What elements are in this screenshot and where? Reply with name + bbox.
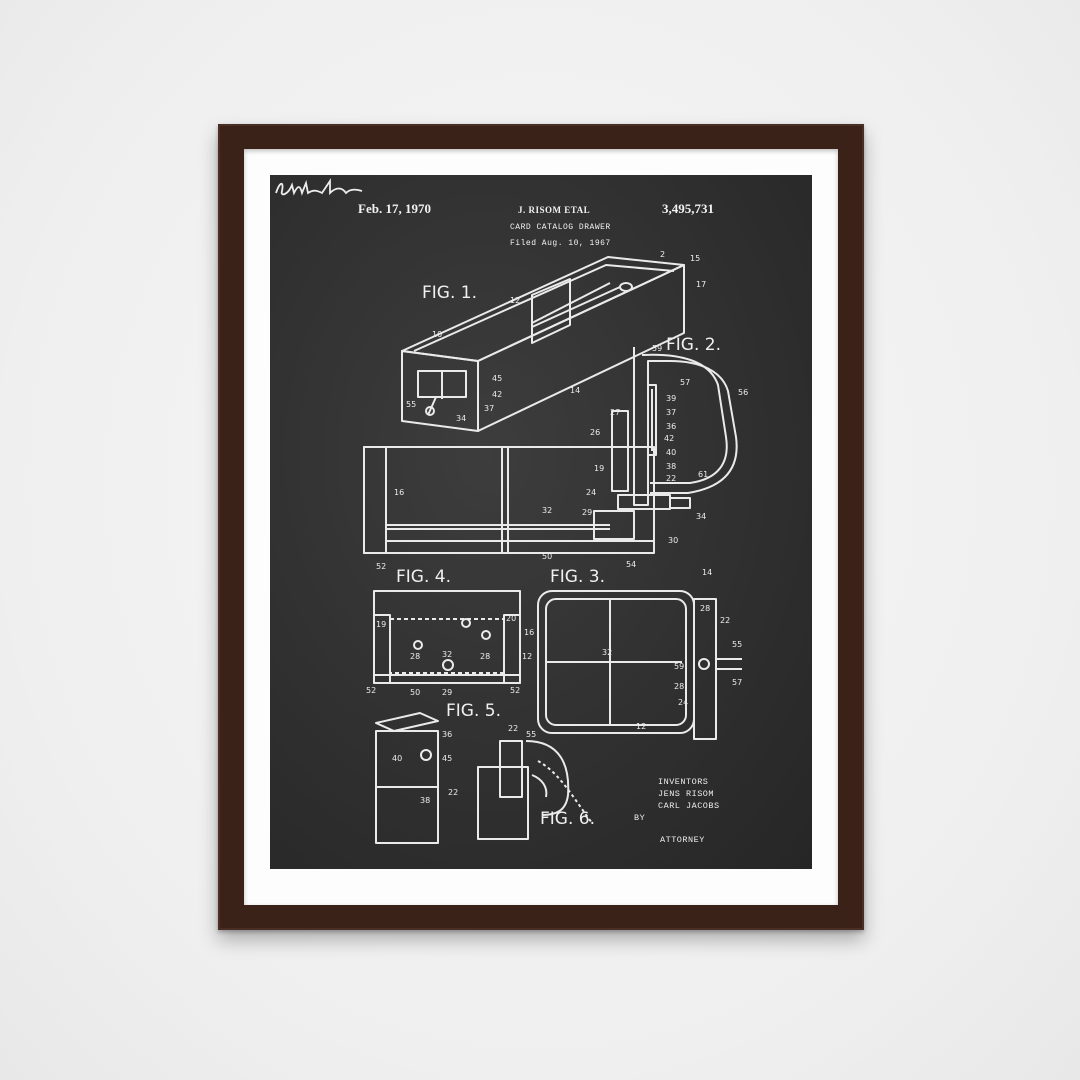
numeral-17: 17 bbox=[696, 280, 706, 289]
numeral-39: 39 bbox=[666, 394, 676, 403]
numeral-52b: 52 bbox=[366, 686, 376, 695]
numeral-28c: 28 bbox=[700, 604, 710, 613]
numeral-19: 19 bbox=[594, 464, 604, 473]
numeral-10: 10 bbox=[432, 330, 442, 339]
numeral-20: 20 bbox=[506, 614, 516, 623]
numeral-55: 55 bbox=[406, 400, 416, 409]
chalkboard-print: Feb. 17, 1970 J. RISOM ETAL 3,495,731 CA… bbox=[270, 175, 812, 869]
numeral-32: 32 bbox=[542, 506, 552, 515]
attorney-label: ATTORNEY bbox=[660, 835, 705, 845]
numeral-56: 56 bbox=[738, 388, 748, 397]
fig4-label: FIG. 4. bbox=[396, 567, 451, 587]
numeral-32c: 32 bbox=[602, 648, 612, 657]
numeral-15: 15 bbox=[690, 254, 700, 263]
numeral-54: 54 bbox=[626, 560, 636, 569]
numeral-36b: 36 bbox=[442, 730, 452, 739]
fig1-drawer-drawing bbox=[401, 256, 685, 432]
numeral-12b: 12 bbox=[522, 652, 532, 661]
inventors-heading: INVENTORS bbox=[658, 777, 709, 787]
numeral-30: 30 bbox=[668, 536, 678, 545]
numeral-28b: 28 bbox=[480, 652, 490, 661]
patent-drawings: 2 15 17 12 10 45 42 37 55 34 14 59 57 56… bbox=[363, 250, 748, 844]
numeral-59b: 59 bbox=[674, 662, 684, 671]
numeral-28: 28 bbox=[410, 652, 420, 661]
numeral-12c: 12 bbox=[636, 722, 646, 731]
numeral-27: 27 bbox=[610, 408, 620, 417]
numeral-14b: 14 bbox=[702, 568, 712, 577]
drawer-elevation-drawing bbox=[363, 446, 655, 554]
numeral-61: 61 bbox=[698, 470, 708, 479]
numeral-22b: 22 bbox=[720, 616, 730, 625]
patent-title: CARD CATALOG DRAWER bbox=[510, 223, 611, 232]
numeral-40b: 40 bbox=[392, 754, 402, 763]
numeral-52c: 52 bbox=[510, 686, 520, 695]
numeral-29b: 29 bbox=[442, 688, 452, 697]
numeral-34: 34 bbox=[456, 414, 466, 423]
numeral-22d: 22 bbox=[508, 724, 518, 733]
numeral-42: 42 bbox=[492, 390, 502, 399]
filed-date: Filed Aug. 10, 1967 bbox=[510, 239, 611, 248]
patent-date: Feb. 17, 1970 bbox=[358, 201, 431, 216]
numeral-26: 26 bbox=[590, 428, 600, 437]
numeral-36: 36 bbox=[666, 422, 676, 431]
numeral-50: 50 bbox=[542, 552, 552, 561]
numeral-34b: 34 bbox=[696, 512, 706, 521]
fig2-label: FIG. 2. bbox=[666, 335, 721, 355]
numeral-32b: 32 bbox=[442, 650, 452, 659]
numeral-55c: 55 bbox=[526, 730, 536, 739]
numeral-57b: 57 bbox=[732, 678, 742, 687]
numeral-22: 22 bbox=[666, 474, 676, 483]
numeral-16b: 16 bbox=[524, 628, 534, 637]
numeral-19b: 19 bbox=[376, 620, 386, 629]
numeral-57: 57 bbox=[680, 378, 690, 387]
numeral-16: 16 bbox=[394, 488, 404, 497]
fig4-drawing bbox=[373, 590, 521, 684]
numeral-50b: 50 bbox=[410, 688, 420, 697]
fig3-drawing bbox=[537, 590, 742, 740]
white-mat: Feb. 17, 1970 J. RISOM ETAL 3,495,731 CA… bbox=[244, 149, 838, 905]
inventor-name-2: CARL JACOBS bbox=[658, 801, 720, 811]
fig2-section-drawing bbox=[611, 347, 738, 510]
numeral-40: 40 bbox=[666, 448, 676, 457]
numeral-45: 45 bbox=[492, 374, 502, 383]
fig1-label: FIG. 1. bbox=[422, 283, 477, 303]
by-label: BY bbox=[634, 813, 646, 823]
numeral-2: 2 bbox=[660, 250, 665, 259]
fig5-label: FIG. 5. bbox=[446, 701, 501, 721]
numeral-24b: 24 bbox=[678, 698, 688, 707]
reference-numerals: 2 15 17 12 10 45 42 37 55 34 14 59 57 56… bbox=[366, 250, 748, 805]
numeral-59: 59 bbox=[652, 344, 662, 353]
numeral-29: 29 bbox=[582, 508, 592, 517]
numeral-45b: 45 bbox=[442, 754, 452, 763]
attorney-signature bbox=[275, 178, 363, 196]
numeral-24: 24 bbox=[586, 488, 596, 497]
patent-number: 3,495,731 bbox=[662, 201, 714, 216]
numeral-38b: 38 bbox=[420, 796, 430, 805]
numeral-38: 38 bbox=[666, 462, 676, 471]
numeral-42b: 42 bbox=[664, 434, 674, 443]
inventor-header: J. RISOM ETAL bbox=[518, 205, 591, 215]
fig6-drawing bbox=[477, 740, 593, 840]
fig5-drawing bbox=[375, 712, 439, 844]
numeral-37: 37 bbox=[484, 404, 494, 413]
numeral-14: 14 bbox=[570, 386, 580, 395]
picture-frame: Feb. 17, 1970 J. RISOM ETAL 3,495,731 CA… bbox=[218, 124, 864, 930]
fig3-label: FIG. 3. bbox=[550, 567, 605, 587]
numeral-12: 12 bbox=[510, 296, 520, 305]
numeral-52: 52 bbox=[376, 562, 386, 571]
inventor-name-1: JENS RISOM bbox=[658, 789, 715, 799]
numeral-28d: 28 bbox=[674, 682, 684, 691]
numeral-22c: 22 bbox=[448, 788, 458, 797]
numeral-55b: 55 bbox=[732, 640, 742, 649]
numeral-37b: 37 bbox=[666, 408, 676, 417]
